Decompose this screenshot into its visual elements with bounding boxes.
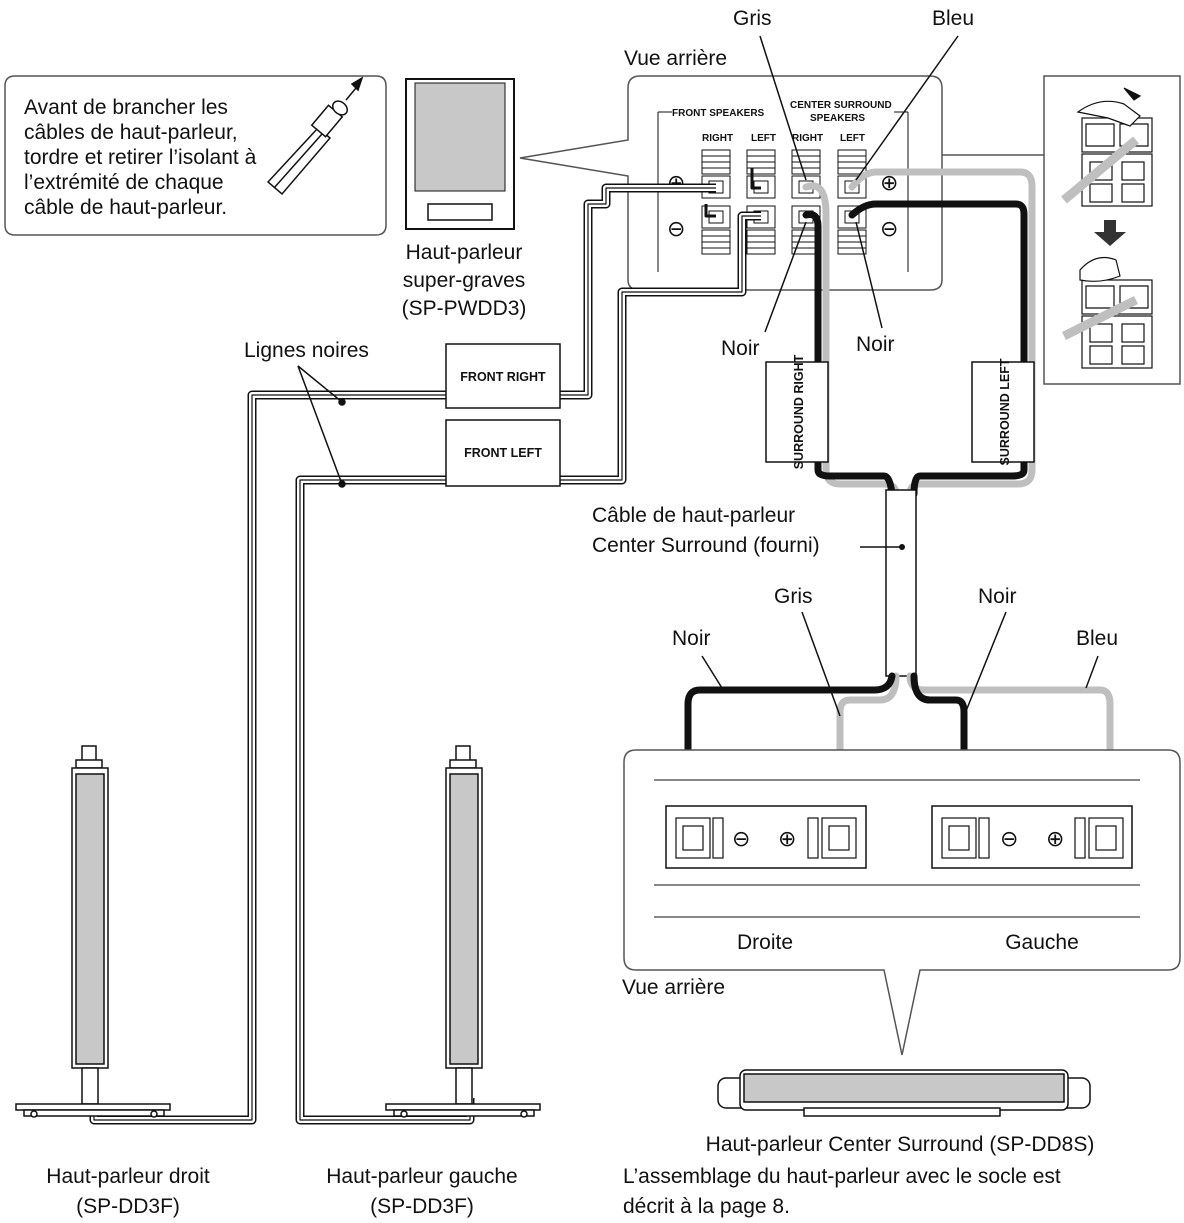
left-speaker-icon (385, 745, 541, 1118)
surround-left-tag (971, 361, 1035, 463)
left-speaker-label-1: Haut-parleur gauche (326, 1165, 517, 1188)
speakers-label: SPEAKERS (810, 113, 865, 124)
right-speaker-icon (15, 745, 171, 1118)
callout-line-2: câbles de haut-parleur, (24, 121, 238, 144)
bleu-bottom-label: Bleu (1076, 627, 1118, 650)
cable-label-2: Center Surround (fourni) (592, 534, 820, 557)
top-pointers (759, 35, 959, 333)
center-speaker-back-panel (623, 749, 1181, 1056)
black-lines-pointers (297, 365, 346, 488)
surround-cables-bottom (684, 672, 1114, 844)
callout-line-5: câble de haut-parleur. (24, 196, 227, 219)
minus-symbol-left-channel: ⊖ (1000, 827, 1018, 852)
left-label-2: LEFT (840, 133, 865, 144)
bottom-pointers (701, 611, 1099, 717)
right-speaker-label-2: (SP-DD3F) (76, 1195, 180, 1218)
gauche-label: Gauche (1005, 931, 1079, 954)
noir-bottom-left-label: Noir (672, 627, 711, 650)
center-speaker-label: Haut-parleur Center Surround (SP-DD8S) (706, 1133, 1095, 1156)
right-speaker-label-1: Haut-parleur droit (46, 1165, 210, 1188)
surround-right-tag-label: SURROUND RIGHT (792, 354, 806, 469)
gris-bottom-label: Gris (774, 585, 813, 608)
front-speakers-label: FRONT SPEAKERS (672, 108, 765, 119)
front-left-tag (445, 419, 561, 487)
left-speaker-label-2: (SP-DD3F) (370, 1195, 474, 1218)
front-right-tag-label: FRONT RIGHT (460, 370, 546, 384)
terminal-clip-closed-icon (1061, 257, 1153, 369)
surround-left-tag-label: SURROUND LEFT (998, 358, 1012, 465)
subwoofer-label-1: Haut-parleur (406, 241, 523, 264)
surround-right-tag (765, 361, 829, 463)
bleu-top-label: Bleu (932, 7, 974, 30)
subwoofer-icon (405, 78, 515, 230)
terminal-surround-right (791, 149, 821, 255)
black-lines-label: Lignes noires (244, 339, 369, 362)
front-right-tag (445, 343, 561, 409)
clip-instruction-box (1043, 75, 1181, 385)
minus-symbol-right: ⊖ (880, 217, 898, 242)
noir-bottom-center-label: Noir (978, 585, 1017, 608)
subwoofer-label-3: (SP-PWDD3) (402, 297, 527, 320)
gris-top-label: Gris (733, 7, 772, 30)
stripped-cable-icon (266, 76, 364, 196)
center-surround-cable-sleeve (885, 489, 917, 677)
terminal-clip-open-icon (1061, 87, 1153, 207)
left-label-1: LEFT (751, 133, 776, 144)
center-speaker-icon (717, 1069, 1091, 1117)
assembly-note-line-2: décrit à la page 8. (623, 1195, 790, 1218)
subwoofer-label-2: super-graves (403, 269, 526, 292)
callout-line-4: l’extrémité de chaque (24, 171, 224, 194)
droite-label: Droite (737, 931, 793, 954)
plus-symbol-right: ⊕ (880, 171, 898, 196)
callout-line-1: Avant de brancher les (24, 96, 228, 119)
stripping-callout: Avant de brancher les câbles de haut-par… (4, 75, 387, 236)
bottom-back-view-label: Vue arrière (622, 976, 725, 999)
cable-label-pointer-dot (899, 544, 905, 550)
minus-symbol-right-channel: ⊖ (732, 827, 750, 852)
plus-symbol-right-channel: ⊕ (778, 827, 796, 852)
callout-line-3: tordre et retirer l’isolant à (24, 146, 257, 169)
front-speaker-cables (89, 168, 761, 1125)
center-surround-label: CENTER SURROUND (790, 100, 892, 111)
right-label-1: RIGHT (702, 133, 733, 144)
minus-symbol-left: ⊖ (667, 217, 685, 242)
arrow-down-icon (1094, 220, 1126, 246)
terminal-front-left (746, 149, 776, 255)
top-back-view-label: Vue arrière (624, 47, 727, 70)
front-left-tag-label: FRONT LEFT (464, 446, 542, 460)
noir-top-left-label: Noir (721, 337, 760, 360)
center-speaker-terminals (675, 817, 1124, 859)
plus-symbol-left-channel: ⊕ (1046, 827, 1064, 852)
noir-top-right-label: Noir (856, 333, 895, 356)
right-label-2: RIGHT (792, 133, 823, 144)
cable-label-1: Câble de haut-parleur (592, 504, 795, 527)
assembly-note-line-1: L’assemblage du haut-parleur avec le soc… (623, 1165, 1061, 1188)
panel-terminals (701, 149, 867, 255)
surround-cables-top (802, 168, 1036, 498)
subwoofer-back-panel (519, 75, 1044, 291)
